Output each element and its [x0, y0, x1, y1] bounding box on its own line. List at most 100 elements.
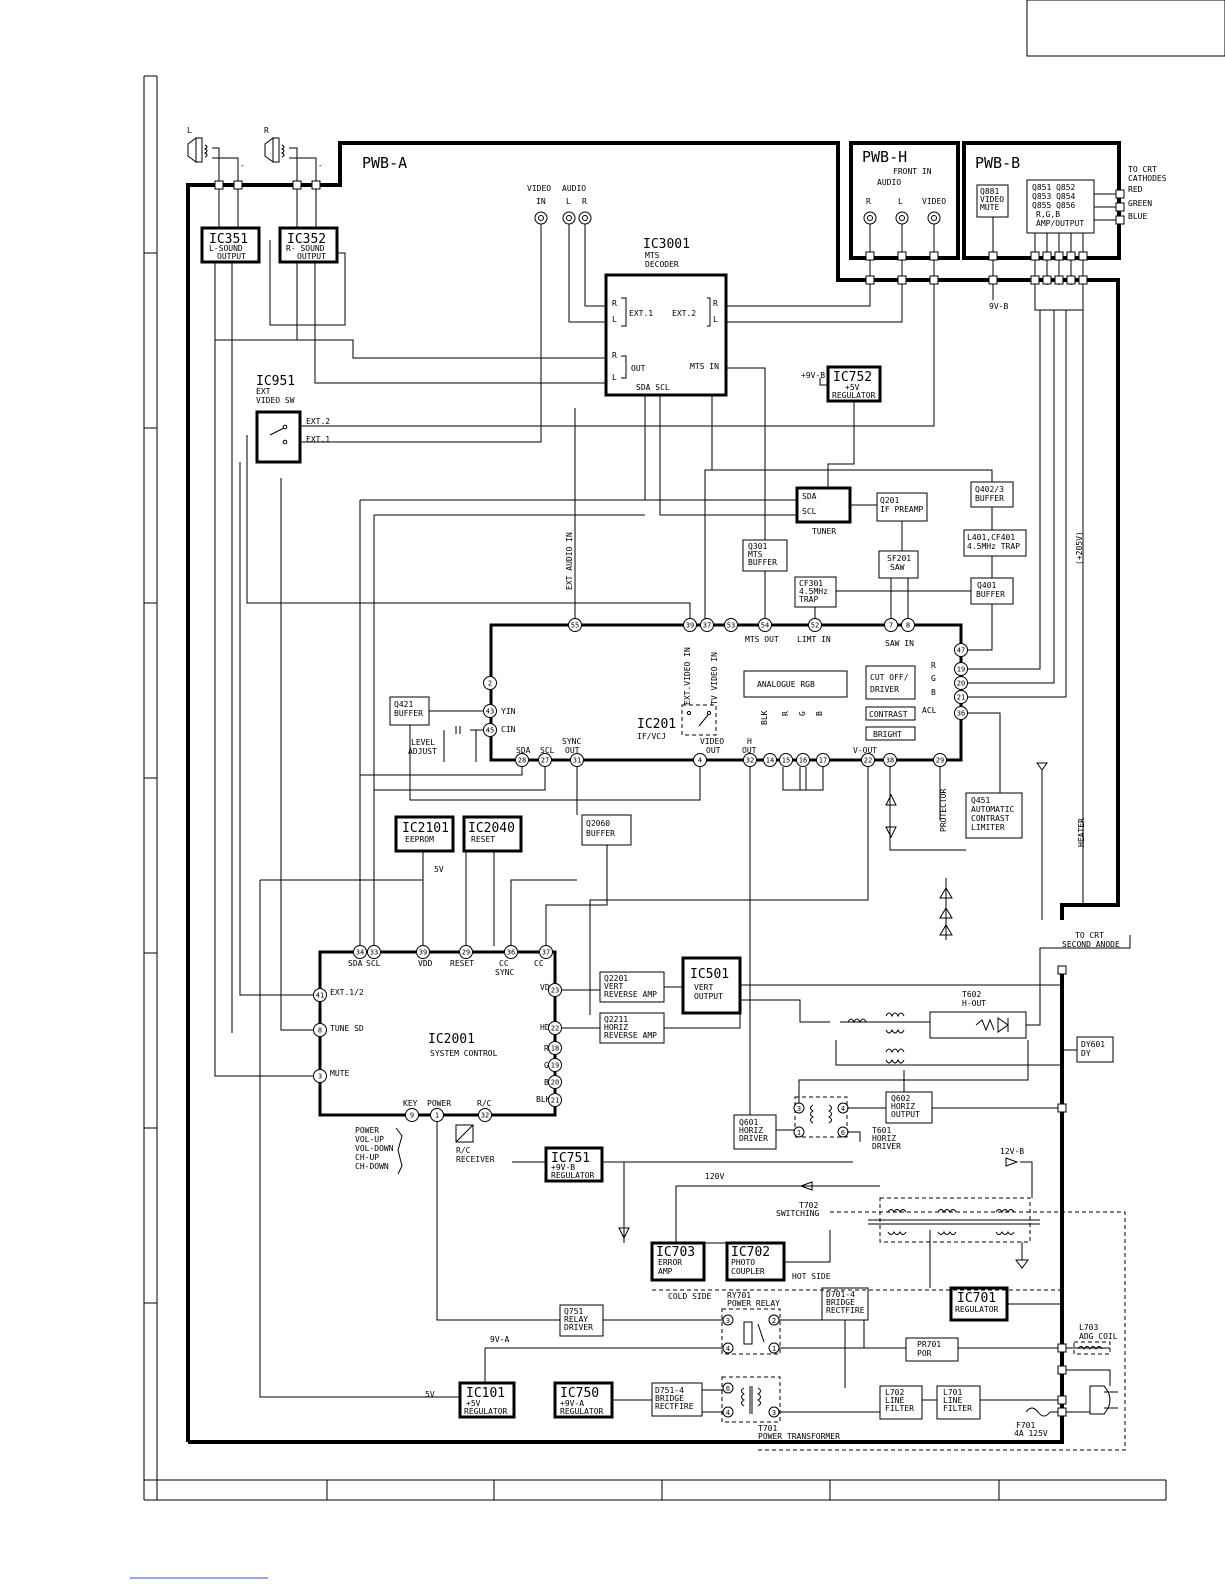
- ic751-l1: +9V-B: [551, 1163, 575, 1172]
- ic201-pin-39-number: 39: [686, 622, 694, 630]
- ic201-video-out1: VIDEO: [700, 737, 724, 746]
- ic2001-hd: HD: [540, 1023, 550, 1032]
- t701-pin-6: 6: [726, 1385, 730, 1393]
- pwb-h-subtitle: FRONT IN: [893, 167, 932, 176]
- ic2001-pin-21-number: 21: [551, 1097, 559, 1105]
- pwb-h-title: PWB-H: [862, 148, 907, 166]
- ic201-sync2: OUT: [565, 746, 580, 755]
- cold-side-label: COLD SIDE: [668, 1292, 712, 1301]
- ic201-gg: G: [798, 711, 807, 716]
- ic201-pin-20: [954, 676, 968, 690]
- ic2001-r: R: [544, 1044, 549, 1053]
- ic2001-pin-3: [313, 1069, 327, 1083]
- ic2001-pin-23-number: 23: [551, 987, 559, 995]
- ic201-block: IC201 IF/VCJ ANALOGUE RGB CUT OFF/ DRIVE…: [489, 623, 963, 762]
- ic201-pin-43-number: 43: [486, 708, 494, 716]
- pwb-a-title: PWB-A: [362, 154, 407, 172]
- ic201-pin-4: [693, 753, 707, 767]
- ic2001-pin-33-number: 33: [370, 949, 378, 957]
- l401-l1: L401,CF401: [967, 533, 1015, 542]
- key-ch-up: CH-UP: [355, 1153, 379, 1162]
- q602-block: Q602 HORIZ OUTPUT: [885, 1091, 933, 1124]
- q2060-l2: BUFFER: [586, 829, 615, 838]
- ic703-name: IC703: [656, 1245, 695, 1260]
- ic2040-block: IC2040 RESET: [462, 815, 523, 853]
- t701-pin-4: 4: [726, 1409, 730, 1417]
- ic752-block: IC752 +5V REGULATOR +9V-B: [801, 365, 882, 403]
- ic2001-pin-9: [405, 1108, 419, 1122]
- ic2001-pin-8-number: 8: [318, 1027, 322, 1035]
- q421-l1: Q421: [394, 700, 413, 709]
- sf201-l2: SAW: [890, 563, 905, 572]
- ic201-pin-39: [683, 618, 697, 632]
- d751-l1: D751-4: [655, 1386, 684, 1395]
- ic101-name: IC101: [466, 1386, 505, 1401]
- ic201-pin-22: [861, 753, 875, 767]
- f701-block: F701 4A 125V: [1014, 1407, 1051, 1438]
- ic352-line1: R- SOUND: [286, 244, 325, 253]
- ic3001-l2: L: [713, 315, 718, 324]
- ic201-pin-43: [483, 704, 497, 718]
- ic201-g: G: [931, 674, 936, 683]
- l702-l2: LINE: [885, 1396, 904, 1405]
- ic201-blk: BLK: [760, 710, 769, 725]
- ic201-pin-54-number: 54: [761, 622, 769, 630]
- t701-l2: POWER TRANSFORMER: [758, 1432, 840, 1441]
- ic351-name: IC351: [209, 232, 248, 247]
- contrast-label: CONTRAST: [869, 710, 908, 719]
- ic201-pin-53-number: 53: [727, 622, 735, 630]
- l701-block: L701 LINE FILTER: [936, 1385, 981, 1420]
- ic951-l1: EXT: [256, 387, 271, 396]
- ic201-pin-28: [515, 753, 529, 767]
- q2201-l3: REVERSE AMP: [604, 990, 657, 999]
- ic2001-pin-18: [548, 1041, 562, 1055]
- t601-l1: T601: [872, 1126, 891, 1135]
- q751-l3: DRIVER: [564, 1323, 593, 1332]
- ic201-h-out1: H: [747, 737, 752, 746]
- ic201-acl: ACL: [922, 706, 937, 715]
- q851-block: Q851 Q852 Q853 Q854 Q855 Q856 R,G,B AMP/…: [988, 179, 1125, 285]
- ic703-block: IC703 ERROR AMP: [650, 1241, 706, 1282]
- tuner-block: SDA SCL TUNER: [795, 486, 852, 536]
- ic201-pin-4-number: 4: [698, 757, 702, 765]
- speaker-right: R -: [264, 126, 323, 190]
- pr701-block: PR701 POR: [905, 1337, 959, 1362]
- ic201-pin-47: [954, 643, 968, 657]
- ic201-pin-38-number: 38: [886, 757, 894, 765]
- t702-l2: SWITCHING: [776, 1209, 820, 1218]
- t702-block: T702 SWITCHING: [776, 1197, 1040, 1243]
- ic703-l1: ERROR: [658, 1258, 682, 1267]
- q881-block: Q881 VIDEO MUTE: [976, 184, 1009, 285]
- ic2001-pin-21: [548, 1093, 562, 1107]
- ic101-l2: REGULATOR: [464, 1407, 508, 1416]
- ic2001-pin-29: [459, 945, 473, 959]
- sf201-l1: SF201: [887, 554, 911, 563]
- l703-l1: L703: [1079, 1323, 1098, 1332]
- ic201-pin-14-number: 14: [766, 757, 774, 765]
- ic201-yin: YIN: [501, 707, 516, 716]
- t601-l2: HORIZ: [872, 1134, 896, 1143]
- ic201-scl: SCL: [540, 746, 555, 755]
- ic3001-l3: L: [612, 373, 617, 382]
- ic201-pin-29-number: 29: [936, 757, 944, 765]
- ic3001-r3: R: [612, 351, 617, 360]
- rc-receiver-1: R/C: [456, 1146, 471, 1155]
- ic201-pin-17: [816, 753, 830, 767]
- level-adjust-2: ADJUST: [408, 747, 437, 756]
- ic3001-ext2: EXT.2: [672, 309, 696, 318]
- q751-l2: RELAY: [564, 1315, 588, 1324]
- ic2001-pin-22: [548, 1021, 562, 1035]
- t701-l1: T701: [758, 1424, 777, 1433]
- ic201-pin-47-number: 47: [957, 647, 965, 655]
- t601-pin-1: 1: [797, 1129, 801, 1137]
- ry701-block: RY701 POWER RELAY 3 4 2 1: [721, 1291, 781, 1355]
- protector-label: PROTECTOR: [939, 788, 948, 832]
- ic2001-pin-8: [313, 1023, 327, 1037]
- q301-l2: MTS: [748, 550, 763, 559]
- l401-l2: 4.5MHz TRAP: [967, 542, 1020, 551]
- ic501-l2: OUTPUT: [694, 992, 723, 1001]
- key-list: POWER VOL-UP VOL-DOWN CH-UP CH-DOWN: [355, 1126, 403, 1175]
- ic2001-cc: CC: [534, 959, 544, 968]
- ic101-l1: +5V: [466, 1399, 481, 1408]
- ic201-pin-52-number: 52: [811, 622, 819, 630]
